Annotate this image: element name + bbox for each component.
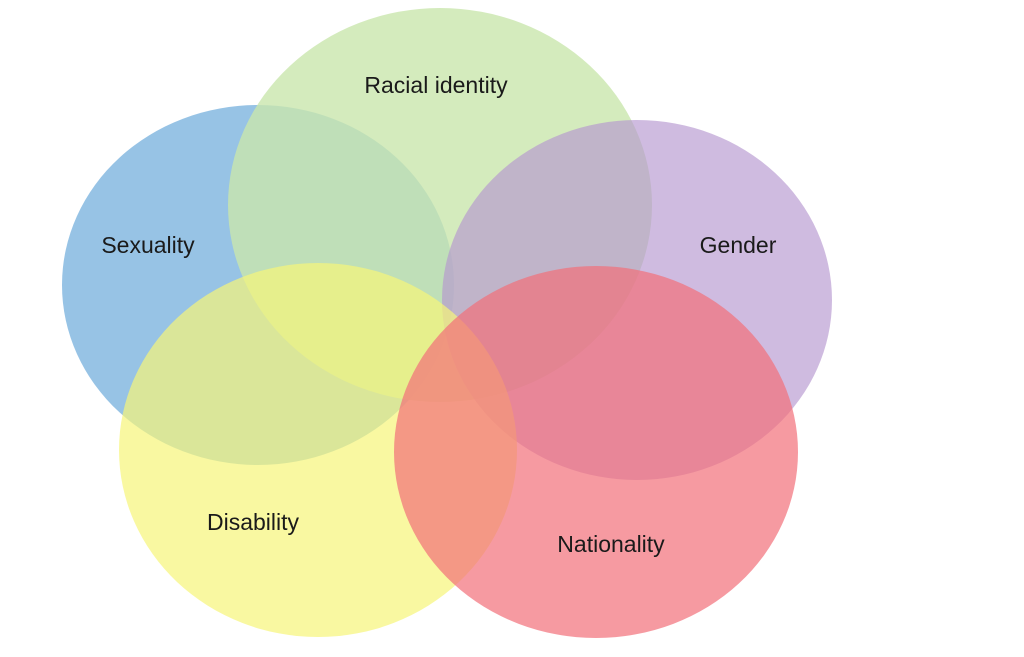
- venn-labels: Sexuality Racial identity Gender Disabil…: [101, 72, 776, 557]
- sexuality-label: Sexuality: [101, 232, 195, 258]
- racial-identity-label: Racial identity: [364, 72, 508, 98]
- nationality-circle: [394, 266, 798, 638]
- disability-circle: [119, 263, 517, 637]
- disability-label: Disability: [207, 509, 300, 535]
- gender-label: Gender: [700, 232, 777, 258]
- venn-circles: [62, 8, 832, 638]
- nationality-label: Nationality: [557, 531, 665, 557]
